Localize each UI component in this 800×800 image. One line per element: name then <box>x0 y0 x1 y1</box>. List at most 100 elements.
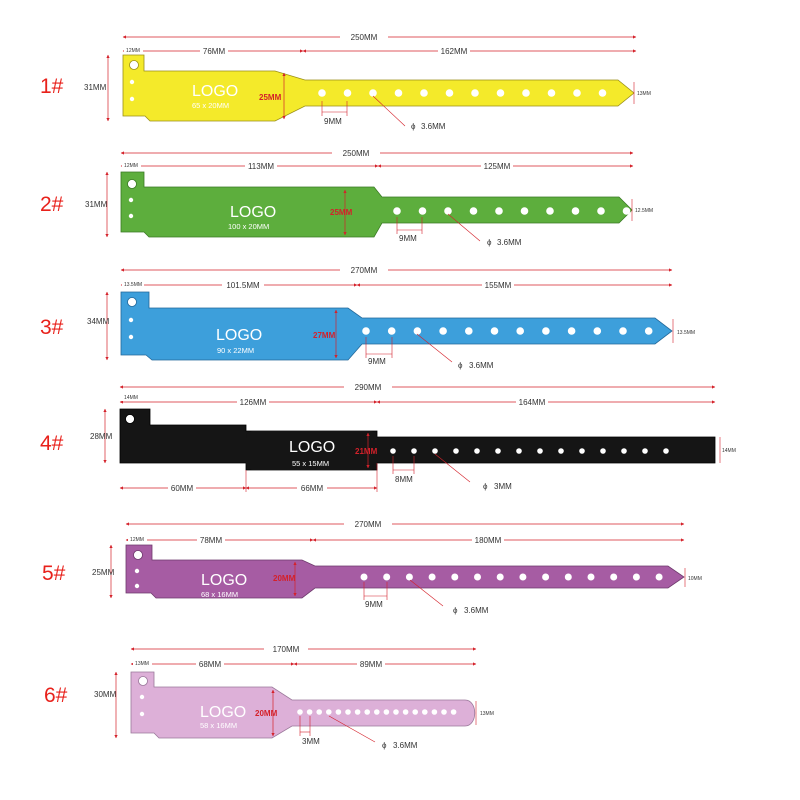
hole-large <box>133 550 143 560</box>
strap-hole <box>522 89 530 97</box>
hole <box>139 711 145 717</box>
label-bg <box>344 518 392 529</box>
hole <box>128 213 134 219</box>
tip-width: 14MM <box>722 448 736 454</box>
logo-text: LOGO <box>192 83 238 100</box>
strap-hole <box>587 573 595 581</box>
strap-hole <box>432 448 438 454</box>
hole-large <box>127 297 137 307</box>
head-width: 12MM <box>130 537 144 543</box>
band-shape <box>120 171 633 238</box>
total-length: 250MM <box>343 149 370 158</box>
strap-hole <box>516 327 524 335</box>
strap-hole <box>516 448 522 454</box>
hole-diameter: 3.6MM <box>464 606 489 615</box>
phi-symbol: ϕ <box>453 606 458 615</box>
leader-line <box>447 213 481 242</box>
label-bg <box>438 46 470 56</box>
strap-hole <box>345 709 351 715</box>
body-height: 20MM <box>273 574 296 583</box>
logo-size: 100 x 20MM <box>228 222 269 231</box>
head-width: 14MM <box>124 395 138 401</box>
strap-hole <box>469 207 478 215</box>
total-length: 270MM <box>355 520 382 529</box>
strap-hole <box>495 448 501 454</box>
label-bg <box>264 643 308 654</box>
total-length: 170MM <box>273 645 300 654</box>
hole <box>134 583 140 589</box>
section-b: 162MM <box>441 47 468 56</box>
strap-hole <box>453 448 459 454</box>
strap-hole <box>297 709 303 715</box>
strap-hole <box>495 207 503 215</box>
band-number: 6# <box>44 684 68 707</box>
section-b: 125MM <box>484 162 511 171</box>
phi-symbol: ϕ <box>487 238 492 247</box>
strap-hole <box>490 327 499 335</box>
label-bg <box>245 161 277 171</box>
label-bg <box>122 280 144 288</box>
logo-size: 65 x 20MM <box>192 101 229 110</box>
band-shape <box>120 291 673 361</box>
strap-hole <box>393 709 399 715</box>
strap-hole <box>593 327 602 335</box>
logo-text: LOGO <box>216 327 262 344</box>
band-number: 3# <box>40 316 64 339</box>
strap-hole <box>393 207 401 215</box>
strap-hole <box>542 327 550 335</box>
logo-text: LOGO <box>230 204 276 221</box>
label-bg <box>472 535 504 545</box>
strap-hole <box>390 448 396 454</box>
hole <box>128 317 134 323</box>
hole <box>139 694 145 700</box>
logo-size: 55 x 15MM <box>292 459 329 468</box>
strap-hole <box>564 573 572 581</box>
label-bg <box>481 161 513 171</box>
band-3: 3# LOGO 90 x 22MM 270MM 13.5MM 101.5MM 1… <box>40 264 695 370</box>
hole <box>129 79 135 85</box>
phi-symbol: ϕ <box>458 361 463 370</box>
label-bg <box>197 535 225 545</box>
label-bg <box>340 264 388 275</box>
label-bg <box>516 397 548 407</box>
tip-width: 13.5MM <box>677 330 695 336</box>
strap-hole <box>655 573 663 581</box>
band-height: 31MM <box>84 83 107 92</box>
strap-hole <box>441 709 447 715</box>
body-height: 20MM <box>255 709 278 718</box>
strap-hole <box>362 327 370 335</box>
hole-diameter: 3.6MM <box>421 122 446 131</box>
leader-line <box>434 453 471 483</box>
strap-hole <box>546 207 554 215</box>
strap-hole <box>542 573 550 581</box>
strap-hole <box>567 327 576 335</box>
section-a: 101.5MM <box>226 281 260 290</box>
hole-diameter: 3.6MM <box>469 361 494 370</box>
section-b: 164MM <box>519 398 546 407</box>
body-height: 25MM <box>330 208 353 217</box>
strap-hole <box>422 709 428 715</box>
strap-hole <box>318 89 326 97</box>
strap-hole <box>316 709 323 715</box>
hole <box>128 334 134 340</box>
head-width: 12MM <box>126 48 140 54</box>
strap-hole <box>496 573 504 581</box>
band-number: 2# <box>40 193 64 216</box>
strap-hole <box>471 89 479 97</box>
band-5: 5# LOGO 68 x 16MM 270MM 12MM 78MM 180MM … <box>42 518 702 615</box>
band-height: 34MM <box>87 317 110 326</box>
hole-diameter: 3.6MM <box>497 238 522 247</box>
strap-hole <box>360 573 368 581</box>
strap-hole <box>547 89 556 97</box>
hole-diameter: 3MM <box>494 482 512 491</box>
strap-hole <box>412 709 419 715</box>
phi-symbol: ϕ <box>483 482 488 491</box>
strap-hole <box>343 89 352 97</box>
band-number: 5# <box>42 562 66 585</box>
strap-hole <box>520 207 529 215</box>
label-bg <box>482 280 514 290</box>
band-height: 31MM <box>85 200 108 209</box>
strap-hole <box>496 89 505 97</box>
label-bg <box>133 659 152 667</box>
body-height: 21MM <box>355 447 378 456</box>
